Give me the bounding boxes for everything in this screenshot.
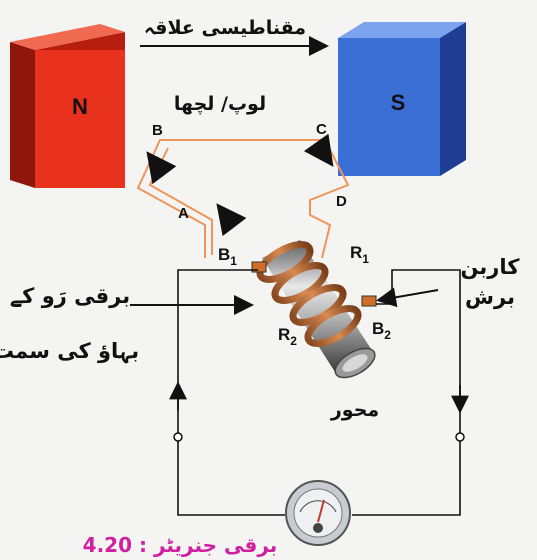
terminal-right	[455, 432, 465, 442]
brush-b2-label: B2	[372, 319, 391, 342]
carbon-label: کاربن	[461, 255, 521, 279]
current-direction-label-2: بہاؤ کی سمت	[0, 339, 139, 364]
point-b-label: B	[152, 122, 163, 139]
south-magnet: S	[338, 22, 466, 176]
point-a-label: A	[178, 205, 189, 222]
svg-text:R2: R2	[278, 325, 297, 348]
loop-arrow-a	[216, 203, 247, 237]
loop-arrow-cd	[303, 133, 334, 167]
slip-ring-r1	[256, 241, 329, 304]
point-c-label: C	[316, 121, 327, 138]
brush-b1-label: B1	[218, 245, 237, 268]
galvanometer	[285, 480, 351, 546]
circuit-wire-right	[352, 269, 461, 516]
point-d-label: D	[336, 193, 347, 210]
axis-label: محور	[330, 399, 379, 421]
current-direction-label-1: برقی رَو کے	[10, 284, 130, 308]
coil-loop-inner	[148, 147, 213, 255]
terminal-left	[173, 432, 183, 442]
svg-text:B1: B1	[218, 245, 237, 268]
north-magnet: N	[10, 24, 125, 188]
magnetic-field-label: مقناطیسی علاقہ	[144, 17, 306, 39]
loop-label: لوپ/ لچھا	[174, 93, 266, 115]
ring-r1-label: R1	[350, 243, 369, 266]
svg-text:B2: B2	[372, 319, 391, 342]
ring-r2-label: R2	[278, 325, 297, 348]
circuit-wire-left	[177, 269, 285, 516]
brush-label: برش	[465, 285, 515, 309]
coil-loop	[136, 139, 350, 259]
carbon-brush-pointer	[376, 287, 439, 308]
slip-ring-r2	[289, 284, 362, 347]
loop-arrow-ab	[146, 151, 177, 185]
figure-caption: 4.20 : برقی جنریٹر	[83, 533, 278, 557]
south-pole-label: S	[391, 90, 406, 115]
svg-text:R1: R1	[350, 243, 369, 266]
north-pole-label: N	[72, 94, 88, 119]
carbon-brush-b2	[361, 295, 377, 307]
carbon-brush-b1	[251, 261, 267, 273]
